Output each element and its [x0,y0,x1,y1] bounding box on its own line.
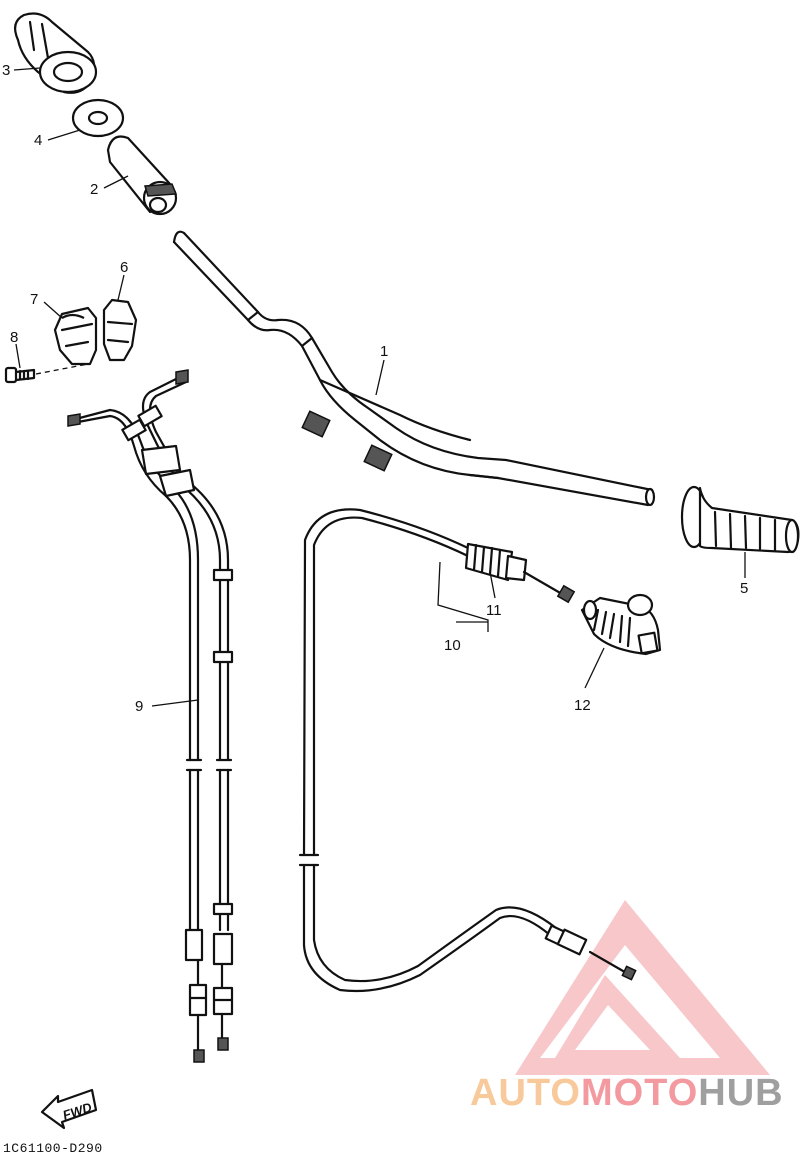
leader-lines [13,67,746,707]
callout-10: 10 [444,637,461,654]
callout-7: 7 [30,291,38,308]
part-5-right-grip [680,485,800,554]
callout-4: 4 [34,132,42,149]
part-2-throttle-tube [106,135,178,216]
part-1-handlebar [172,230,656,507]
callout-6: 6 [120,259,128,276]
watermark-logo-icon [515,900,770,1075]
callout-5: 5 [740,580,748,597]
part-10-clutch-cable [298,508,637,993]
watermark-part2: MOTO [580,1072,699,1114]
part-6-holder-upper [102,298,138,362]
fwd-arrow-icon: FWD [40,1088,98,1130]
watermark-brand: AUTOMOTOHUB [470,1072,784,1115]
watermark-part3: HUB [698,1072,784,1114]
part-4-washer [71,98,125,138]
diagram-code: 1C61100-D290 [3,1141,103,1156]
part-3-grip [13,12,98,94]
callout-3: 3 [2,62,10,79]
callout-8: 8 [10,329,18,346]
callout-2: 2 [90,181,98,198]
part-7-holder-lower [53,306,98,366]
callout-11: 11 [486,602,502,619]
callout-1: 1 [380,343,388,360]
watermark-part1: AUTO [470,1072,581,1114]
part-9-throttle-cables [67,369,234,1063]
part-8-bolt [4,363,89,384]
part-11-cable-adjuster [464,542,576,604]
part-12-cover [580,593,662,656]
callout-12: 12 [574,697,591,714]
callout-9: 9 [135,698,143,715]
